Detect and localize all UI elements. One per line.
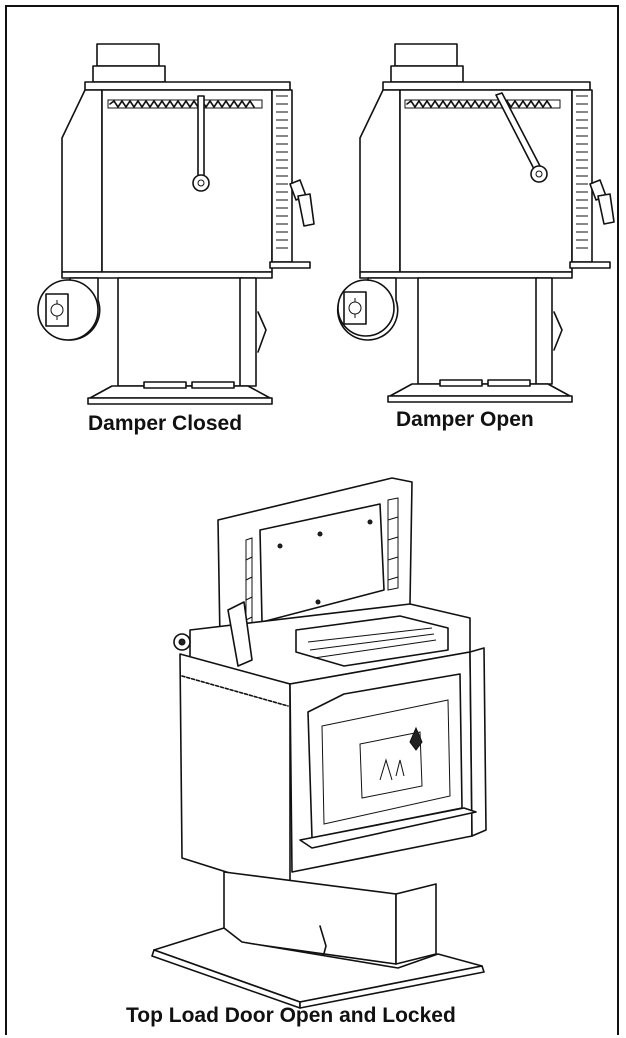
vent-zigzag-closed bbox=[109, 100, 255, 108]
damper-rod-open bbox=[495, 92, 548, 183]
side-knob bbox=[173, 601, 253, 667]
caption-damper-open: Damper Open bbox=[396, 408, 534, 431]
top-load-door bbox=[217, 477, 413, 651]
diagram-frame bbox=[5, 5, 619, 1035]
damper-rod-closed bbox=[192, 95, 210, 192]
stove-top-load-open bbox=[151, 477, 487, 1009]
caption-top-load: Top Load Door Open and Locked bbox=[126, 1004, 456, 1027]
front-glass-door bbox=[307, 673, 463, 839]
blower-closed bbox=[37, 277, 101, 341]
vent-zigzag-open bbox=[406, 100, 552, 108]
stove-damper-closed bbox=[37, 43, 315, 405]
stove-damper-open bbox=[336, 43, 615, 403]
caption-damper-closed: Damper Closed bbox=[88, 412, 243, 435]
blower-open bbox=[336, 277, 399, 341]
